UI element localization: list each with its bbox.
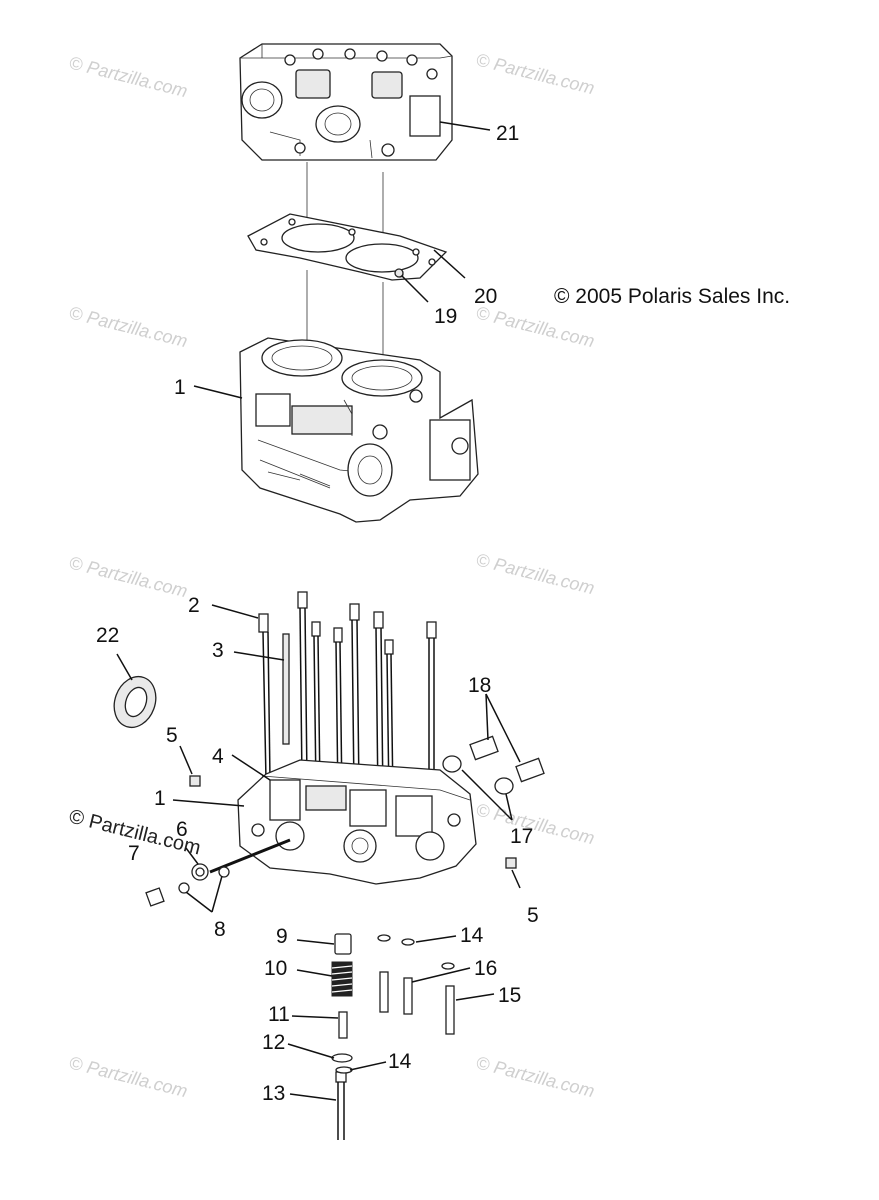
o-ring (178, 882, 190, 894)
callout-1-top: 1 (174, 376, 186, 399)
small-parts (331, 933, 455, 1140)
watermark: © Partzilla.com (67, 302, 190, 351)
callout-2: 2 (188, 594, 200, 617)
watermark: © Partzilla.com (474, 1052, 597, 1101)
callout-20: 20 (474, 285, 497, 308)
leader-lines (116, 121, 521, 1101)
callout-5-right: 5 (527, 904, 539, 927)
engine-block-bottom (237, 759, 477, 885)
copyright-notice: © 2005 Polaris Sales Inc. (554, 285, 790, 308)
head-gasket (247, 213, 448, 281)
callout-8: 8 (214, 918, 226, 941)
cylinder-head (239, 43, 453, 161)
callout-5-left: 5 (166, 724, 178, 747)
callout-9: 9 (276, 925, 288, 948)
callout-10: 10 (264, 957, 287, 980)
engine-block-top (239, 337, 479, 523)
callout-11: 11 (268, 1003, 290, 1026)
dowel-pin (394, 268, 404, 278)
callout-14-bottom: 14 (388, 1050, 412, 1073)
callout-4: 4 (212, 745, 224, 768)
o-ring (218, 866, 230, 878)
callout-13: 13 (262, 1082, 285, 1105)
callout-17: 17 (510, 825, 533, 848)
callout-16: 16 (474, 957, 497, 980)
callout-1-bottom: 1 (154, 787, 166, 810)
watermark: © Partzilla.com (67, 552, 190, 601)
plug (505, 857, 517, 869)
watermark: © Partzilla.com (474, 49, 597, 98)
callout-6: 6 (176, 818, 188, 841)
oil-seal (113, 675, 157, 729)
watermark: © Partzilla.com (474, 799, 597, 848)
watermark: © Partzilla.com (474, 549, 597, 598)
watermark: © Partzilla.com (67, 52, 190, 101)
plug (145, 887, 165, 907)
fittings (442, 735, 545, 795)
plug (189, 775, 201, 787)
watermark: © Partzilla.com (474, 302, 597, 351)
callout-7: 7 (128, 842, 140, 865)
callout-14-top: 14 (460, 924, 484, 947)
callout-21: 21 (496, 122, 519, 145)
callout-3: 3 (212, 639, 224, 662)
callout-15: 15 (498, 984, 521, 1007)
callout-18: 18 (468, 674, 491, 697)
callout-12: 12 (262, 1031, 285, 1054)
watermark: © Partzilla.com (67, 1052, 190, 1101)
callout-22: 22 (96, 624, 119, 647)
callout-labels: 21 20 19 1 2 3 22 18 5 4 1 17 6 7 5 8 9 … (96, 122, 539, 1105)
callout-19: 19 (434, 305, 457, 328)
